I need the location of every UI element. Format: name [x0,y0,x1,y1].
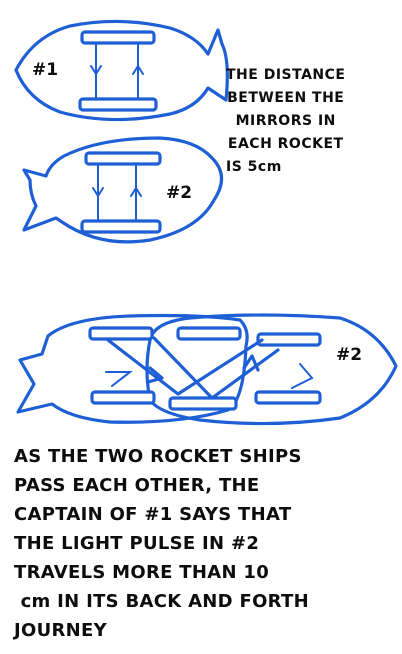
rocket-2-mirror-bottom [82,221,160,232]
passing-mirror-b-top [178,328,240,339]
passing-rocket-2-label: #2 [336,345,362,365]
rocket-1-label: #1 [32,60,58,80]
caption-line: TRAVELS MORE THAN 10 [14,558,309,587]
light-pulse-path [108,340,262,394]
note-line: EACH ROCKET [226,133,345,156]
rocket-1: #1 [16,21,227,119]
mirror-distance-note: THE DISTANCE BETWEEN THE MIRRORS IN EACH… [226,64,345,179]
caption-line: AS THE TWO ROCKET SHIPS [14,442,309,471]
rocket-2-mirror-top [86,153,160,164]
passing-mirror-c-top [258,334,320,345]
caption-line: CAPTAIN OF #1 SAYS THAT [14,500,309,529]
caption-line: JOURNEY [14,616,309,645]
caption: AS THE TWO ROCKET SHIPS PASS EACH OTHER,… [14,442,309,645]
passing-mirror-b-bottom [170,398,236,409]
light-pulse-tail [106,364,312,388]
note-line: IS 5cm [226,156,345,179]
caption-line: PASS EACH OTHER, THE [14,471,309,500]
rocket-2: #2 [24,138,222,242]
note-line: BETWEEN THE [226,87,345,110]
passing-rockets: #2 [18,315,396,424]
caption-line: THE LIGHT PULSE IN #2 [14,529,309,558]
passing-mirror-a-top [90,328,152,339]
note-line: THE DISTANCE [226,64,345,87]
rocket-2-label: #2 [166,183,192,203]
rocket-1-mirror-top [82,32,154,43]
passing-mirror-c-bottom [256,392,320,403]
rocket-1-mirror-bottom [80,99,156,110]
note-line: MIRRORS IN [226,110,345,133]
caption-line: cm IN ITS BACK AND FORTH [14,587,309,616]
passing-mirror-a-bottom [92,392,154,403]
